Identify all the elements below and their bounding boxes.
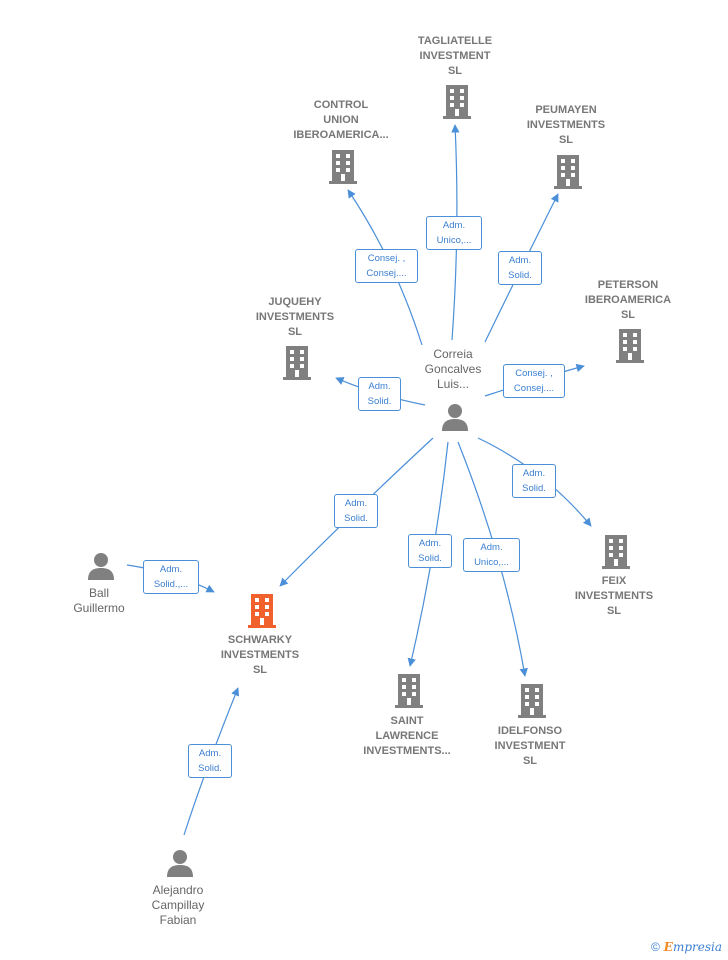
building-icon[interactable] [329,150,357,184]
node-name-line: INVESTMENTS [255,311,335,323]
node-label-peterson[interactable]: PETERSON IBEROAMERICA SL [558,278,698,323]
relation-label-tagliatelle[interactable]: Adm. Unico,... [426,216,482,250]
node-name-line: Fabian [159,913,197,927]
brand-logo-rest: mpresia [672,940,722,954]
building-icon[interactable] [283,346,311,380]
node-label-feix[interactable]: FEIX INVESTMENTS SL [544,574,684,619]
node-label-peumayen[interactable]: PEUMAYEN INVESTMENTS SL [496,103,636,148]
node-name-line: Guillermo [73,601,125,615]
relation-line: Adm. [159,564,183,575]
node-name-line: SL [447,65,463,77]
relation-label-schwarky-from-correia[interactable]: Adm. Solid. [334,494,378,528]
node-label-tagliatelle[interactable]: TAGLIATELLE INVESTMENT SL [385,34,525,79]
relation-label-saint-lawrence[interactable]: Adm. Solid. [408,534,452,568]
node-name-line: PETERSON [597,279,659,291]
node-name-line: Correia [433,347,473,361]
brand-logo-initial: E [663,940,673,954]
node-name-line: INVESTMENTS [526,119,606,131]
node-name-line: PEUMAYEN [535,104,597,116]
relation-line: Adm. [198,748,222,759]
building-icon[interactable] [602,535,630,569]
relation-line: Consej. , [367,253,406,264]
node-name-line: SAINT [390,715,424,727]
relation-label-control-union[interactable]: Consej. , Consej.... [355,249,418,283]
building-icon[interactable] [395,674,423,708]
node-label-juquehy[interactable]: JUQUEHY INVESTMENTS SL [225,295,365,340]
node-name-line: SL [558,134,574,146]
relation-line: Consej.... [513,383,555,394]
relation-line: Adm. [344,498,368,509]
node-name-line: UNION [323,114,359,126]
node-name-line: TAGLIATELLE [417,35,493,47]
node-name-line: Alejandro [152,883,204,897]
node-name-line: SL [606,605,622,617]
relation-label-ball[interactable]: Adm. Solid.,... [143,560,199,594]
brand-logo: Empresia [664,940,722,954]
node-label-schwarky[interactable]: SCHWARKY INVESTMENTS SL [190,633,330,678]
node-name-line: Luis... [436,377,469,391]
node-label-alejandro[interactable]: Alejandro Campillay Fabian [108,883,248,928]
person-icon[interactable] [88,553,114,580]
node-label-correia[interactable]: Correia Goncalves Luis... [383,347,523,392]
relation-line: Adm. [522,468,546,479]
node-name-line: LAWRENCE [375,730,439,742]
node-name-line: FEIX [601,575,627,587]
node-name-line: SCHWARKY [227,634,293,646]
node-name-line: SL [522,755,538,767]
relation-line: Adm. [442,220,466,231]
node-name-line: SL [620,309,636,321]
relation-line: Unico,... [436,235,472,246]
building-icon[interactable] [443,85,471,119]
node-name-line: Goncalves [424,362,482,376]
node-label-saint-lawrence[interactable]: SAINT LAWRENCE INVESTMENTS... [337,714,477,759]
person-icon[interactable] [167,850,193,877]
relation-label-idelfonso[interactable]: Adm. Unico,... [463,538,520,572]
relation-line: Adm. [480,542,503,553]
node-name-line: INVESTMENTS [574,590,654,602]
node-name-line: IBEROAMERICA... [293,129,389,141]
node-name-line: INVESTMENT [419,50,491,62]
node-name-line: IDELFONSO [497,725,563,737]
relation-line: Unico,... [474,557,509,568]
relation-line: Adm. [368,381,391,392]
relation-line: Solid. [344,513,368,524]
node-name-line: INVESTMENTS... [363,745,451,757]
node-name-line: Campillay [151,898,205,912]
node-name-line: SL [287,326,303,338]
node-name-line: IBEROAMERICA [584,294,672,306]
node-name-line: CONTROL [313,99,369,111]
node-label-ball[interactable]: Ball Guillermo [29,586,169,616]
node-label-control-union[interactable]: CONTROL UNION IBEROAMERICA... [271,98,411,143]
relation-label-peterson[interactable]: Consej. , Consej.... [503,364,565,398]
relation-line: Consej. , [515,368,553,379]
relation-line: Solid. [198,763,222,774]
person-icon[interactable] [442,404,468,431]
relation-line: Solid. [367,396,392,407]
relation-label-juquehy[interactable]: Adm. Solid. [358,377,401,411]
building-icon[interactable] [248,594,276,628]
relation-line: Solid. [508,270,532,281]
relation-label-peumayen[interactable]: Adm. Solid. [498,251,542,285]
relation-line: Solid. [418,553,442,564]
node-name-line: Ball [88,586,109,600]
relation-line: Adm. [418,538,442,549]
node-name-line: JUQUEHY [268,296,322,308]
relation-line: Solid. [522,483,546,494]
brand-footer[interactable]: © Empresia [651,940,722,954]
building-icon[interactable] [616,329,644,363]
building-icon[interactable] [554,155,582,189]
relation-line: Adm. [508,255,532,266]
node-label-idelfonso[interactable]: IDELFONSO INVESTMENT SL [460,724,600,769]
node-name-line: INVESTMENT [494,740,566,752]
relation-label-feix[interactable]: Adm. Solid. [512,464,556,498]
node-name-line: SL [252,664,268,676]
relation-line: Consej.... [366,268,407,279]
building-icon[interactable] [518,684,546,718]
relation-line: Solid.,... [153,579,189,590]
relation-label-alejandro[interactable]: Adm. Solid. [188,744,232,778]
copyright-icon: © [650,940,660,954]
node-name-line: INVESTMENTS [220,649,300,661]
